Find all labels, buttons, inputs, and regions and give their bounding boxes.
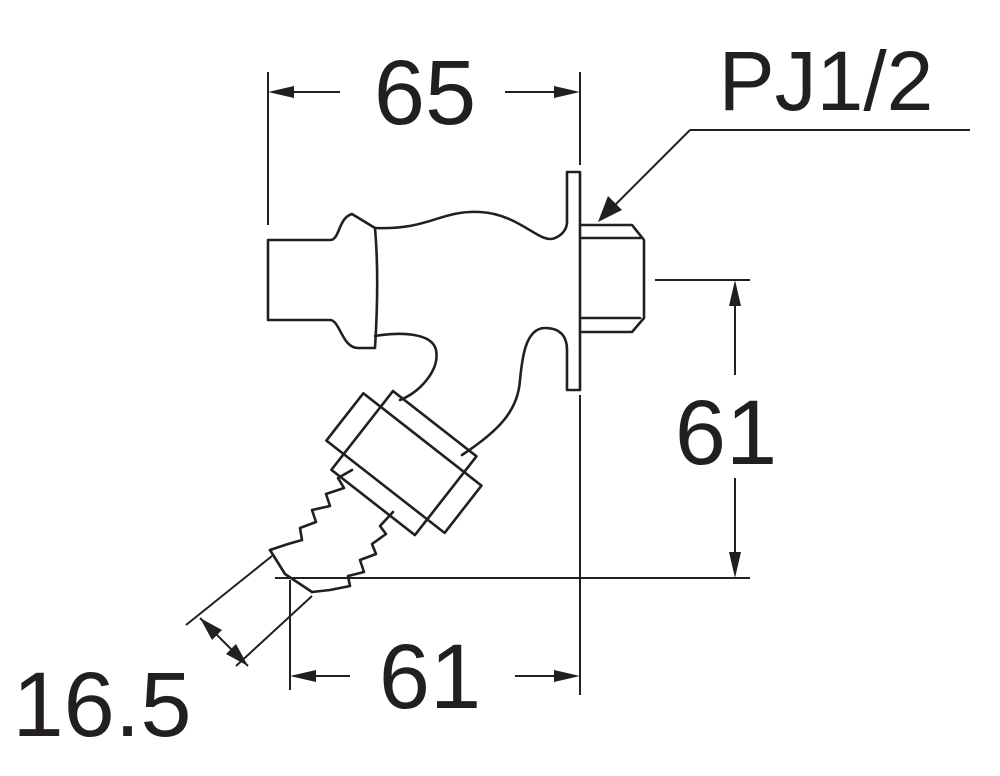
pj-label: PJ1/2: [719, 34, 934, 128]
spout-nut: [325, 389, 483, 537]
body-lower: [373, 332, 438, 402]
thread-inner: [580, 236, 642, 320]
dim-61-horizontal-label: 61: [379, 626, 481, 728]
dim-65-label: 65: [374, 42, 476, 144]
dim-65: [267, 72, 581, 225]
dim-61-vertical-label: 61: [675, 382, 777, 484]
thread-connection: [578, 223, 646, 334]
dim-61-vertical: [275, 279, 750, 579]
hose-adapter-tip: [268, 548, 314, 594]
faucet-body: [266, 170, 646, 457]
body-upper: [373, 170, 582, 457]
hose-adapter-upper-edge: [268, 468, 354, 552]
dim-16-5: [185, 555, 313, 667]
dim-61-horizontal: [289, 395, 581, 695]
hose-adapter: [268, 468, 395, 594]
pj-leader: [598, 129, 970, 222]
left-cap: [266, 212, 379, 350]
dim-16-5-label: 16.5: [12, 654, 191, 756]
hose-adapter-lower-edge: [310, 510, 395, 594]
